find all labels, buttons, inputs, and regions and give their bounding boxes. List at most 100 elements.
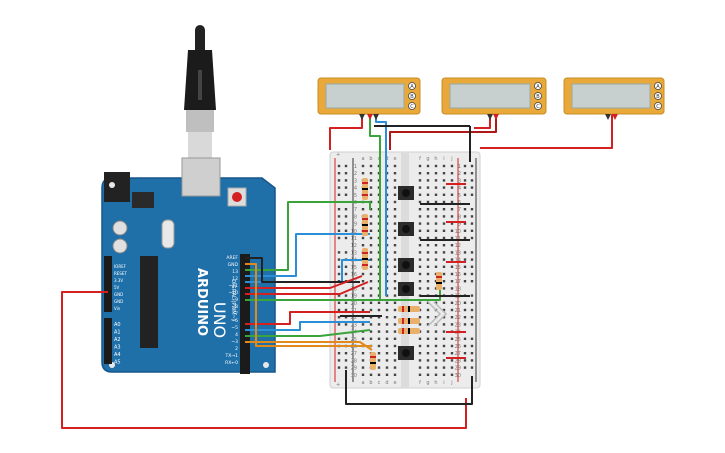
breadboard-hole[interactable]	[393, 287, 397, 290]
breadboard-hole[interactable]	[442, 287, 446, 290]
breadboard-hole[interactable]	[442, 344, 446, 348]
breadboard-hole[interactable]	[442, 179, 446, 182]
breadboard-hole[interactable]	[426, 366, 430, 369]
breadboard-hole[interactable]	[442, 366, 446, 369]
breadboard-hole[interactable]	[393, 251, 397, 254]
breadboard-hole[interactable]	[369, 229, 373, 232]
breadboard-hole[interactable]	[377, 352, 381, 355]
breadboard-hole[interactable]	[393, 344, 397, 348]
rail-hole[interactable]	[470, 258, 474, 261]
rail-hole[interactable]	[463, 251, 467, 254]
rail-hole[interactable]	[463, 193, 467, 196]
breadboard-hole[interactable]	[442, 164, 446, 168]
breadboard-hole[interactable]	[377, 308, 381, 312]
breadboard-hole[interactable]	[385, 373, 389, 376]
breadboard-hole[interactable]	[442, 272, 446, 276]
breadboard-hole[interactable]	[450, 229, 454, 232]
breadboard-hole[interactable]	[418, 366, 422, 369]
breadboard-hole[interactable]	[369, 373, 373, 376]
rail-hole[interactable]	[344, 294, 348, 297]
breadboard-hole[interactable]	[361, 236, 365, 240]
pushbutton[interactable]	[398, 186, 414, 200]
rail-hole[interactable]	[337, 316, 341, 319]
breadboard-hole[interactable]	[426, 229, 430, 232]
breadboard-hole[interactable]	[442, 222, 446, 225]
breadboard-hole[interactable]	[369, 337, 373, 340]
breadboard-hole[interactable]	[426, 308, 430, 312]
rail-hole[interactable]	[470, 193, 474, 196]
rail-hole[interactable]	[344, 186, 348, 189]
breadboard-hole[interactable]	[442, 215, 446, 218]
breadboard-hole[interactable]	[434, 172, 438, 175]
breadboard-hole[interactable]	[418, 222, 422, 225]
breadboard-hole[interactable]	[426, 265, 430, 268]
breadboard-hole[interactable]	[377, 323, 381, 326]
rail-hole[interactable]	[344, 215, 348, 218]
breadboard-hole[interactable]	[393, 352, 397, 355]
rail-hole[interactable]	[463, 323, 467, 326]
breadboard-hole[interactable]	[442, 258, 446, 261]
breadboard-hole[interactable]	[426, 244, 430, 247]
breadboard-hole[interactable]	[434, 366, 438, 369]
breadboard-hole[interactable]	[442, 352, 446, 355]
rail-hole[interactable]	[337, 265, 341, 268]
breadboard-hole[interactable]	[418, 287, 422, 290]
rail-hole[interactable]	[344, 193, 348, 196]
breadboard-hole[interactable]	[450, 337, 454, 340]
rail-hole[interactable]	[470, 301, 474, 304]
breadboard-hole[interactable]	[369, 316, 373, 319]
breadboard-hole[interactable]	[426, 316, 430, 319]
breadboard-hole[interactable]	[361, 294, 365, 297]
breadboard-hole[interactable]	[418, 179, 422, 182]
breadboard-hole[interactable]	[442, 200, 446, 204]
breadboard-hole[interactable]	[442, 244, 446, 247]
breadboard-hole[interactable]	[393, 359, 397, 362]
breadboard-hole[interactable]	[450, 208, 454, 211]
rail-hole[interactable]	[337, 229, 341, 232]
rail-hole[interactable]	[463, 186, 467, 189]
breadboard-hole[interactable]	[393, 337, 397, 340]
rail-hole[interactable]	[344, 164, 348, 168]
breadboard-hole[interactable]	[434, 337, 438, 340]
breadboard-hole[interactable]	[369, 172, 373, 175]
breadboard-hole[interactable]	[393, 193, 397, 196]
breadboard-hole[interactable]	[442, 251, 446, 254]
breadboard-hole[interactable]	[426, 179, 430, 182]
breadboard-hole[interactable]	[361, 172, 365, 175]
breadboard-hole[interactable]	[393, 186, 397, 189]
breadboard-hole[interactable]	[418, 215, 422, 218]
breadboard-hole[interactable]	[377, 337, 381, 340]
rail-hole[interactable]	[337, 164, 341, 168]
breadboard-hole[interactable]	[442, 301, 446, 304]
breadboard-hole[interactable]	[426, 323, 430, 326]
breadboard-hole[interactable]	[426, 251, 430, 254]
breadboard-hole[interactable]	[450, 236, 454, 240]
rail-hole[interactable]	[337, 308, 341, 312]
breadboard-hole[interactable]	[418, 208, 422, 211]
breadboard-hole[interactable]	[450, 265, 454, 268]
breadboard-hole[interactable]	[434, 236, 438, 240]
breadboard-hole[interactable]	[385, 352, 389, 355]
rail-hole[interactable]	[337, 337, 341, 340]
breadboard-hole[interactable]	[434, 244, 438, 247]
rail-hole[interactable]	[470, 323, 474, 326]
breadboard-hole[interactable]	[418, 258, 422, 261]
rail-hole[interactable]	[344, 229, 348, 232]
breadboard-hole[interactable]	[393, 280, 397, 283]
rail-hole[interactable]	[463, 301, 467, 304]
breadboard-hole[interactable]	[369, 164, 373, 168]
breadboard-hole[interactable]	[434, 287, 438, 290]
breadboard-hole[interactable]	[369, 280, 373, 283]
breadboard-hole[interactable]	[393, 222, 397, 225]
breadboard-hole[interactable]	[385, 323, 389, 326]
breadboard-hole[interactable]	[361, 301, 365, 304]
rail-hole[interactable]	[470, 272, 474, 276]
rail-hole[interactable]	[470, 236, 474, 240]
breadboard-hole[interactable]	[369, 258, 373, 261]
breadboard-hole[interactable]	[442, 316, 446, 319]
breadboard-hole[interactable]	[361, 323, 365, 326]
rail-hole[interactable]	[470, 280, 474, 283]
rail-hole[interactable]	[337, 208, 341, 211]
breadboard-hole[interactable]	[377, 330, 381, 333]
breadboard-hole[interactable]	[369, 330, 373, 333]
